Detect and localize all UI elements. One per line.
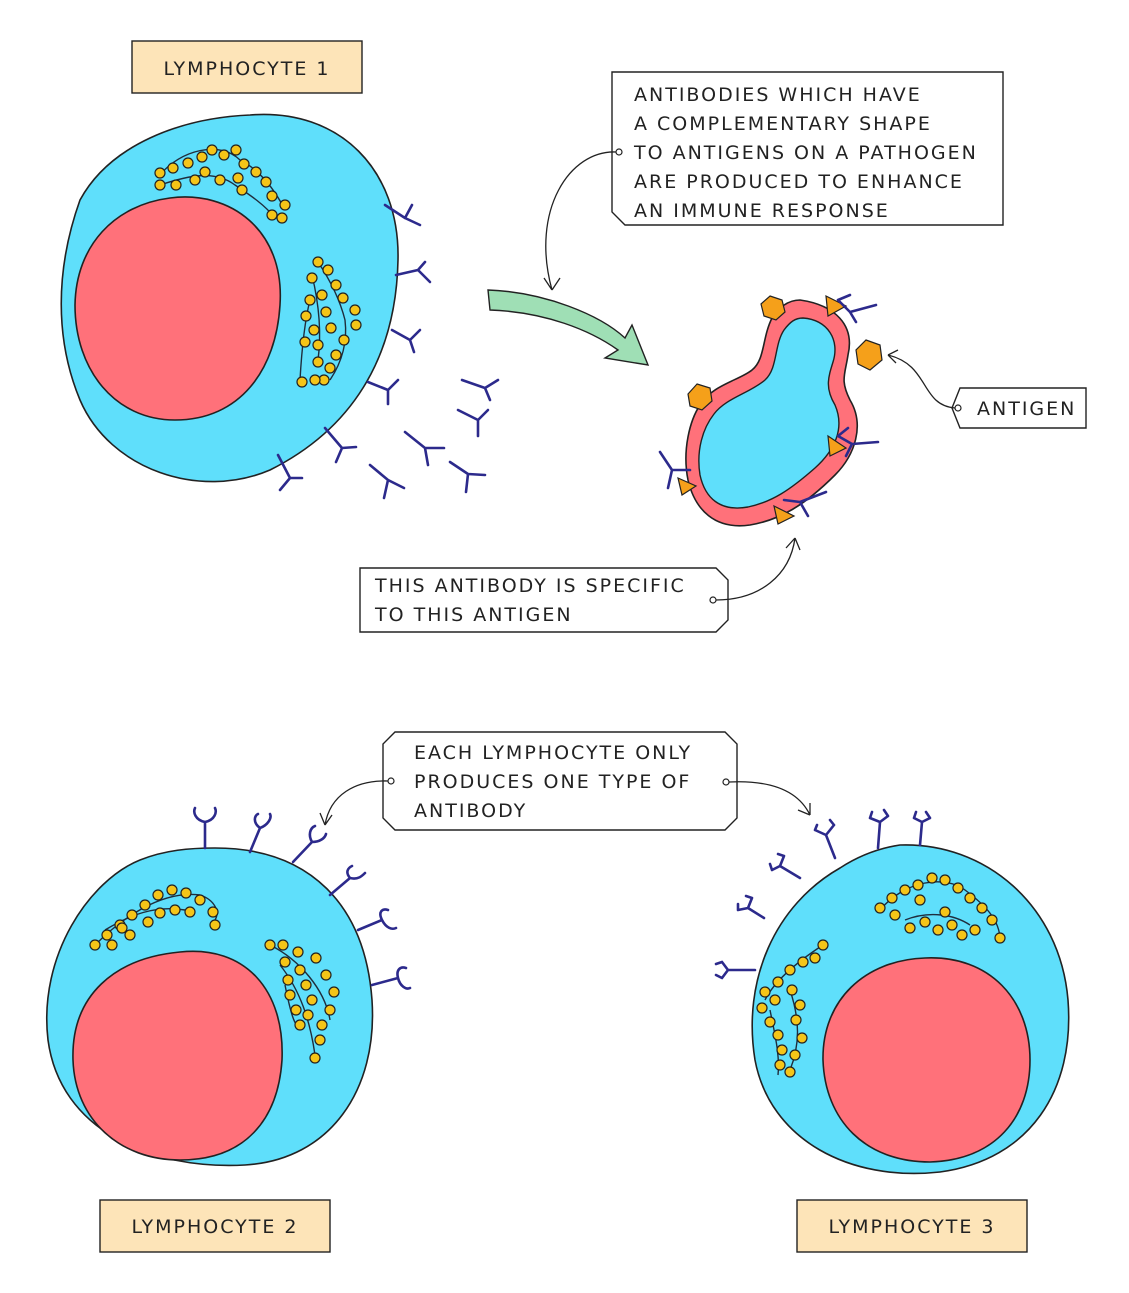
callout-line: TO THIS ANTIGEN [374,604,573,626]
antigen-label: ANTIGEN [951,387,1087,429]
lymphocyte-3-rough-er-upper [874,872,1006,944]
antigen-triangle-4 [773,504,796,525]
antigen-hexagon-1 [760,295,786,321]
antigen-triangle-2 [827,434,848,457]
callout-line: AN IMMUNE RESPONSE [634,200,890,222]
lymphocyte-2-label-text: LYMPHOCYTE 2 [131,1216,298,1238]
lymphocyte-3-label-text: LYMPHOCYTE 3 [828,1216,995,1238]
lymphocyte-2 [46,806,412,1167]
lymphocyte-3-nucleus [822,957,1031,1163]
antigen-leader [887,349,956,409]
lymphocyte-2-label: LYMPHOCYTE 2 [99,1199,331,1253]
antibody-production-callout: ANTIBODIES WHICH HAVE A COMPLEMENTARY SH… [611,71,1004,226]
lymphocyte-1-label: LYMPHOCYTE 1 [131,40,363,94]
callout-line: EACH LYMPHOCYTE ONLY [414,742,692,764]
specificity-leader [715,537,801,601]
antigen-triangle-1 [825,294,848,317]
one-type-leader-left [319,780,389,826]
antigen-hexagon-3 [687,383,713,411]
antigen-group [677,294,883,525]
callout-line: TO ANTIGENS ON A PATHOGEN [633,142,978,164]
lymphocyte-3-rough-er-lower [756,939,829,1078]
callout-line: ANTIBODY [414,800,527,822]
bound-antibodies [658,293,880,518]
production-leader [543,151,617,291]
callout-line: PRODUCES ONE TYPE OF [414,771,691,793]
lymphocyte-1-antibodies [276,203,500,500]
production-arrow [487,289,650,366]
lymphocyte-3-label: LYMPHOCYTE 3 [796,1199,1028,1253]
lymphocyte-1 [60,113,500,500]
antigen-label-text: ANTIGEN [977,398,1076,420]
callout-line: A COMPLEMENTARY SHAPE [634,113,932,135]
antigen-hexagon-2 [855,339,883,371]
lymphocyte-3 [714,808,1070,1175]
pathogen-cytoplasm [698,317,840,509]
lymphocyte-1-label-text: LYMPHOCYTE 1 [163,58,330,80]
lymphocyte-2-rough-er-lower [264,939,340,1064]
one-type-leader-right [728,781,811,816]
lymphocyte-2-rough-er-upper [89,884,221,951]
callout-line: ARE PRODUCED TO ENHANCE [634,171,964,193]
one-type-callout: EACH LYMPHOCYTE ONLY PRODUCES ONE TYPE O… [382,731,738,831]
pathogen [658,293,883,527]
lymphocyte-2-antibodies [193,806,412,990]
callout-line: THIS ANTIBODY IS SPECIFIC [374,575,686,597]
lymphocyte-1-rough-er-lower [296,256,362,388]
antigen-triangle-3 [677,476,698,496]
lymphocyte-3-antibodies [714,808,932,980]
callout-line: ANTIBODIES WHICH HAVE [634,84,922,106]
lymphocyte-1-nucleus [74,196,282,421]
lymphocyte-2-nucleus [72,950,283,1161]
lymphocyte-1-rough-er-upper [154,144,291,224]
specificity-callout: THIS ANTIBODY IS SPECIFIC TO THIS ANTIGE… [359,567,729,633]
